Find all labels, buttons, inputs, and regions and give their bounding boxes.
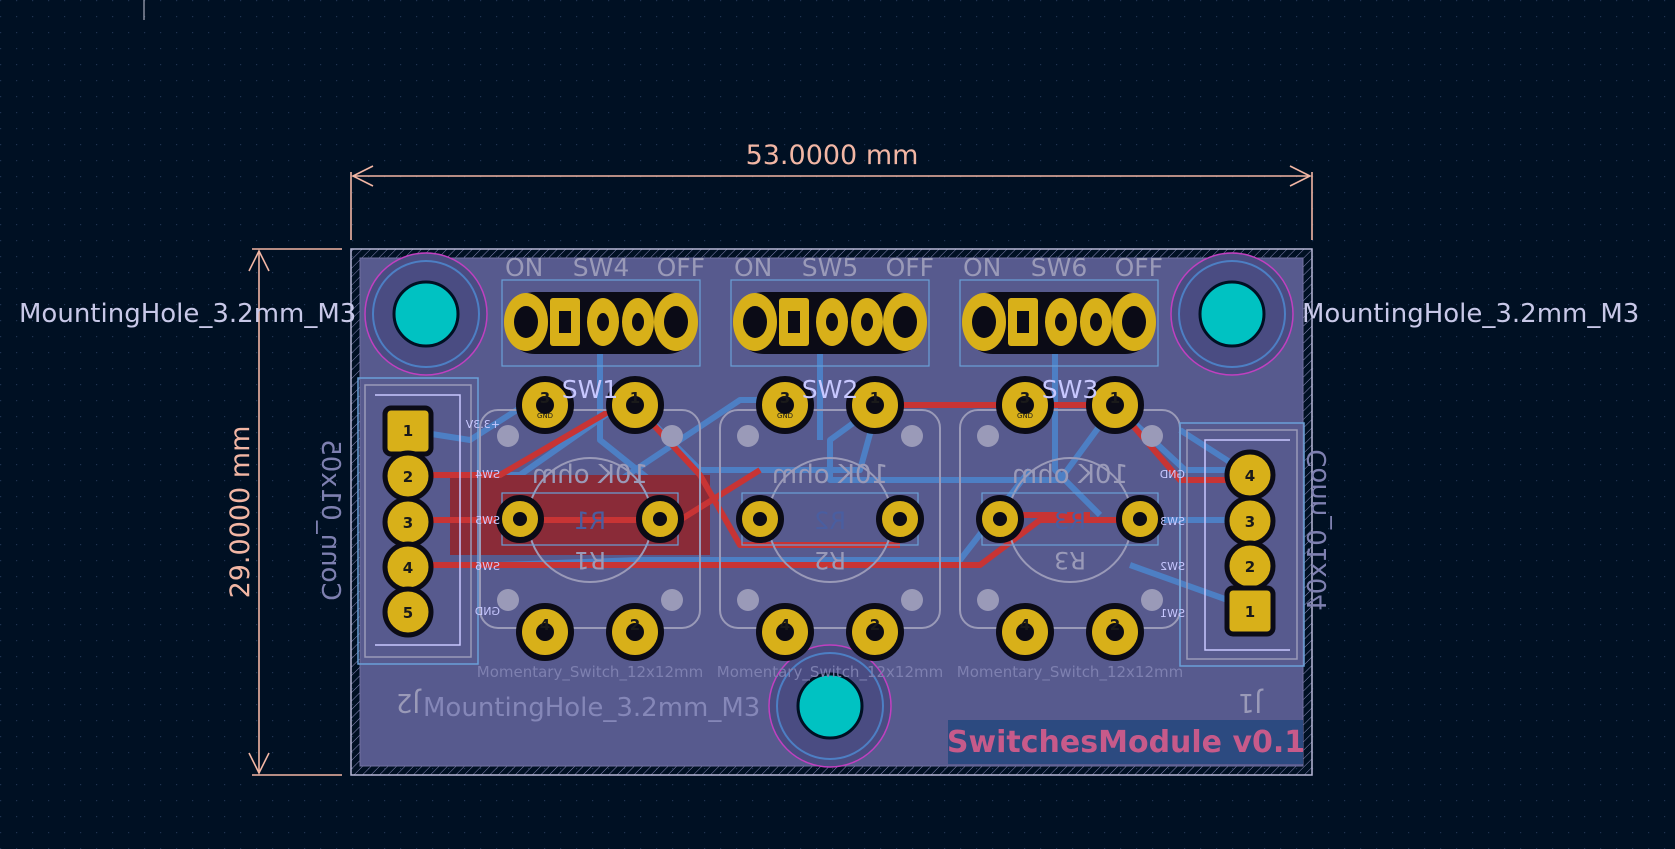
j2-net-4: SW6 — [475, 560, 500, 573]
j1-pin-1: 1 — [1245, 603, 1255, 621]
j1-pin-3: 3 — [1245, 513, 1255, 531]
sw4-off-label: OFF — [657, 253, 705, 282]
board-title: SwitchesModule v0.1 — [947, 725, 1305, 760]
pad-net-labels: GND GND GND — [537, 412, 1033, 420]
sw3-pin-3: 3 — [1020, 389, 1030, 407]
sw1-pin-2: 2 — [630, 616, 640, 634]
r2-value: 10K ohm — [772, 460, 888, 490]
j2-ref-label: J2 — [396, 687, 422, 717]
j2-pin-5: 5 — [403, 604, 413, 622]
sw3-ref: SW3 — [1042, 375, 1099, 404]
r2-ref-back: R2 — [814, 507, 846, 535]
momentary-switch-pads[interactable] — [516, 376, 1144, 661]
sw3-pin-1: 1 — [1110, 389, 1120, 407]
r3-ref-mirrored: R3 — [1054, 546, 1086, 574]
slide-switch-sw6[interactable] — [962, 292, 1156, 354]
sw1-footprint: Momentary_Switch_12x12mm — [477, 663, 703, 682]
sw5-off-label: OFF — [886, 253, 934, 282]
j1-net-3: SW3 — [1160, 515, 1185, 528]
sw5-ref: SW5 — [802, 253, 859, 282]
back-silkscreen — [479, 409, 1181, 629]
momentary-switch-drills — [536, 396, 1124, 641]
j2-net-5: GND — [475, 605, 500, 618]
sw3-pad-net: GND — [1017, 412, 1033, 420]
j1-net-labels: GND SW3 SW2 SW1 — [1160, 468, 1185, 620]
mounting-hole-bottom[interactable] — [768, 644, 892, 768]
connector-j2-pads[interactable] — [382, 405, 434, 638]
sw6-ref: SW6 — [1031, 253, 1088, 282]
resistor-drills — [513, 512, 1147, 526]
footprint-names: Momentary_Switch_12x12mm Momentary_Switc… — [477, 663, 1183, 682]
resistor-refs-back: R1 R2 R3 — [574, 507, 1086, 535]
mounting-hole-top-right[interactable] — [1170, 252, 1294, 376]
j1-pin-2: 2 — [1245, 558, 1255, 576]
dimension-height[interactable] — [248, 248, 342, 776]
sw1-pad-net: GND — [537, 412, 553, 420]
j2-courtyard[interactable] — [357, 377, 479, 665]
j1-value-label: Conn_01x04 — [1303, 449, 1333, 611]
mounting-hole-bottom-label: MountingHole_3.2mm_M3 — [423, 693, 760, 723]
sw3-pin-2: 2 — [1110, 616, 1120, 634]
pad-numbers: 1 2 3 4 5 4 3 2 1 3 1 4 2 3 1 4 2 3 1 4 … — [403, 389, 1255, 634]
slide-switch-labels: ON SW4 OFF ON SW5 OFF ON SW6 OFF — [505, 253, 1163, 282]
r3-ref-back: R3 — [1054, 507, 1086, 535]
sw1-pin-3: 3 — [540, 389, 550, 407]
sw2-pin-2: 2 — [870, 616, 880, 634]
sw1-pin-1: 1 — [630, 389, 640, 407]
dimension-width-label: 53.0000 mm — [746, 140, 919, 171]
sw2-pin-4: 4 — [780, 616, 790, 634]
resistor-values: 10K ohm 10K ohm 10K ohm — [532, 460, 1128, 490]
j2-net-labels: +3.3V SW4 SW5 SW6 GND — [465, 418, 500, 618]
sw6-off-label: OFF — [1115, 253, 1163, 282]
sw1-pin-4: 4 — [540, 616, 550, 634]
j1-net-4: GND — [1160, 468, 1185, 481]
switch-corner-pads — [497, 425, 1163, 611]
j1-net-1: SW1 — [1160, 607, 1185, 620]
board-title-block[interactable]: SwitchesModule v0.1 — [947, 720, 1305, 764]
dimension-height-label: 29.0000 mm — [225, 426, 256, 599]
slide-switch-sw5[interactable] — [733, 292, 927, 354]
slide-switch-courtyards — [501, 279, 1159, 367]
sw2-pad-net: GND — [777, 412, 793, 420]
sw2-ref: SW2 — [802, 375, 859, 404]
j1-pin-4: 4 — [1245, 467, 1255, 485]
mounting-hole-right-label: MountingHole_3.2mm_M3 — [1302, 299, 1639, 329]
sw2-footprint: Momentary_Switch_12x12mm — [717, 663, 943, 682]
dimension-width[interactable] — [350, 165, 1313, 240]
j2-net-1: +3.3V — [465, 418, 500, 431]
sw4-ref: SW4 — [573, 253, 630, 282]
sw3-pin-4: 4 — [1020, 616, 1030, 634]
sw2-pin-1: 1 — [870, 389, 880, 407]
connector-labels: J2 J1 — [396, 687, 1264, 717]
j2-net-3: SW5 — [475, 514, 500, 527]
sw2-pin-3: 3 — [780, 389, 790, 407]
r1-ref-back: R1 — [574, 507, 606, 535]
j2-value-label: Conn_01x05 — [315, 439, 345, 601]
j2-pin-1: 1 — [403, 422, 413, 440]
j1-courtyard[interactable] — [1179, 422, 1305, 667]
resistor-refs-mirrored: R1 R2 R3 — [574, 546, 1086, 574]
j1-ref-label: J1 — [1238, 687, 1264, 717]
connector-j1-pads[interactable] — [1224, 449, 1276, 637]
sw6-on-label: ON — [963, 253, 1001, 282]
slide-switch-sw4[interactable] — [504, 292, 698, 354]
mounting-hole-top-left[interactable] — [364, 252, 488, 376]
j2-pin-4: 4 — [403, 559, 413, 577]
r2-ref-mirrored: R2 — [814, 546, 846, 574]
j2-pin-2: 2 — [403, 468, 413, 486]
mounting-hole-left-label: MountingHole_3.2mm_M3 — [19, 299, 356, 329]
sw4-on-label: ON — [505, 253, 543, 282]
j1-net-2: SW2 — [1160, 560, 1185, 573]
momentary-switch-refs: SW1 SW2 SW3 — [562, 375, 1099, 404]
r1-value: 10K ohm — [532, 460, 648, 490]
r1-ref-mirrored: R1 — [574, 546, 606, 574]
sw1-ref: SW1 — [562, 375, 619, 404]
r3-value: 10K ohm — [1012, 460, 1128, 490]
connector-values: Conn_01x05 Conn_01x04 — [315, 439, 1333, 611]
sw5-on-label: ON — [734, 253, 772, 282]
sw3-footprint: Momentary_Switch_12x12mm — [957, 663, 1183, 682]
j2-pin-3: 3 — [403, 514, 413, 532]
j2-net-2: SW4 — [475, 468, 500, 481]
